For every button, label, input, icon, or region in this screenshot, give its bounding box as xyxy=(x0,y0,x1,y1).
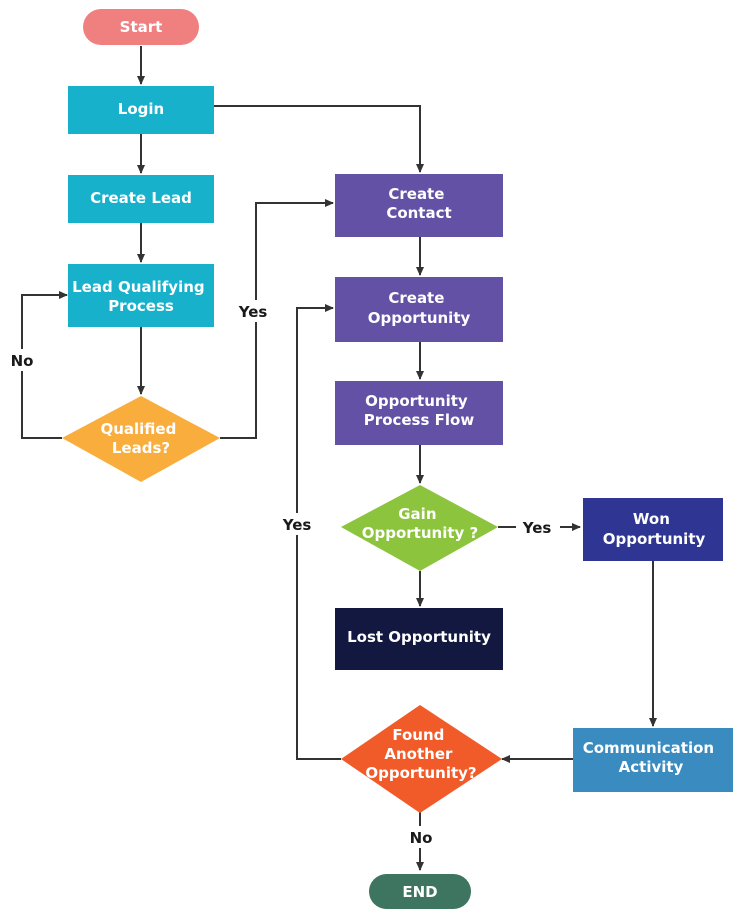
qualified-leads-diamond xyxy=(62,396,220,482)
opportunity-process-label: Opportunity Process Flow xyxy=(364,392,475,429)
end-node: END xyxy=(369,874,471,909)
lead-qualifying-node: Lead Qualifying Process xyxy=(68,264,214,327)
end-label: END xyxy=(402,883,437,901)
create-lead-node: Create Lead xyxy=(68,175,214,223)
label-no-found: No xyxy=(410,829,433,847)
lost-opportunity-node: Lost Opportunity xyxy=(335,608,503,670)
create-lead-box xyxy=(68,175,214,223)
login-box xyxy=(68,86,214,134)
start-terminator xyxy=(83,9,199,45)
won-opportunity-box xyxy=(583,498,723,561)
gain-opportunity-diamond xyxy=(341,485,498,571)
lost-opportunity-label: Lost Opportunity xyxy=(347,628,491,646)
nodes: Start Login Create Lead Lead Qualifying … xyxy=(62,9,733,909)
gain-opportunity-node: Gain Opportunity ? xyxy=(341,485,498,571)
edge-login-create-contact xyxy=(214,105,424,173)
found-another-label: Found Another Opportunity? xyxy=(365,726,476,782)
gain-opportunity-label: Gain Opportunity ? xyxy=(362,505,478,542)
communication-activity-label: Communication Activity xyxy=(583,739,720,776)
lost-opportunity-box xyxy=(335,608,503,670)
lead-qualifying-label: Lead Qualifying Process xyxy=(72,278,210,315)
create-opportunity-label: Create Opportunity xyxy=(368,289,471,327)
start-node: Start xyxy=(83,9,199,45)
login-node: Login xyxy=(68,86,214,134)
end-terminator xyxy=(369,874,471,909)
qualified-leads-node: Qualified Leads? xyxy=(62,396,220,482)
login-label: Login xyxy=(118,100,164,118)
communication-activity-box xyxy=(573,728,733,792)
edge-labels: No Yes Yes Yes No xyxy=(6,300,560,848)
create-opportunity-node: Create Opportunity xyxy=(335,277,503,342)
opportunity-process-node: Opportunity Process Flow xyxy=(335,381,503,445)
label-yes-found: Yes xyxy=(282,516,312,534)
qualified-leads-label: Qualified Leads? xyxy=(100,420,181,457)
create-opportunity-box xyxy=(335,277,503,342)
create-contact-node: Create Contact xyxy=(335,174,503,237)
won-opportunity-label: Won Opportunity xyxy=(603,510,706,548)
lead-qualifying-box xyxy=(68,264,214,327)
label-yes-gain: Yes xyxy=(522,519,552,537)
create-contact-label: Create Contact xyxy=(386,185,451,222)
communication-activity-node: Communication Activity xyxy=(573,728,733,792)
create-contact-box xyxy=(335,174,503,237)
label-yes-qualified: Yes xyxy=(238,303,268,321)
opportunity-process-box xyxy=(335,381,503,445)
found-another-node: Found Another Opportunity? xyxy=(341,705,502,813)
create-lead-label: Create Lead xyxy=(90,189,192,207)
won-opportunity-node: Won Opportunity xyxy=(583,498,723,561)
start-label: Start xyxy=(120,18,163,36)
label-no-requalify: No xyxy=(11,352,34,370)
found-another-diamond xyxy=(341,705,502,813)
